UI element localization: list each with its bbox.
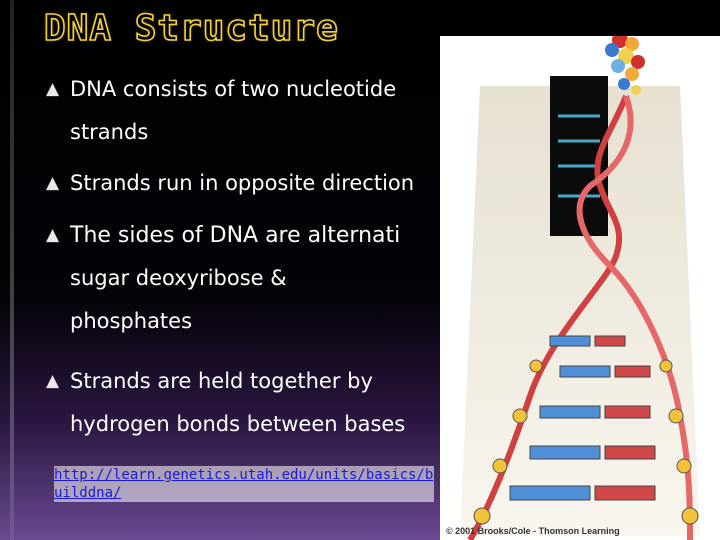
- bullet-text-continued: strands: [70, 120, 149, 144]
- bullet-text-continued: phosphates: [70, 309, 193, 333]
- reference-link[interactable]: http://learn.genetics.utah.edu/units/bas…: [54, 466, 434, 502]
- bullet-text-continued: hydrogen bonds between bases: [70, 412, 406, 436]
- bullet-text-continued: sugar deoxyribose &: [70, 266, 287, 290]
- bullet-text: Strands run in opposite direction: [70, 171, 415, 195]
- bullet-text: The sides of DNA are alternati: [70, 223, 401, 248]
- arrow-bullet-icon: ▲: [46, 225, 60, 245]
- dna-illustration: [440, 36, 720, 540]
- dna-double-helix-icon: [460, 36, 700, 540]
- arrow-bullet-icon: ▲: [46, 79, 60, 99]
- bullet-text: DNA consists of two nucleotide: [70, 77, 397, 101]
- left-accent-bar: [10, 0, 14, 540]
- arrow-bullet-icon: ▲: [46, 371, 60, 391]
- slide-title: DNA Structure: [43, 7, 339, 50]
- arrow-bullet-icon: ▲: [46, 173, 60, 193]
- image-caption: © 2001 Brooks/Cole - Thomson Learning: [446, 526, 620, 536]
- bullet-text: Strands are held together by: [70, 369, 373, 393]
